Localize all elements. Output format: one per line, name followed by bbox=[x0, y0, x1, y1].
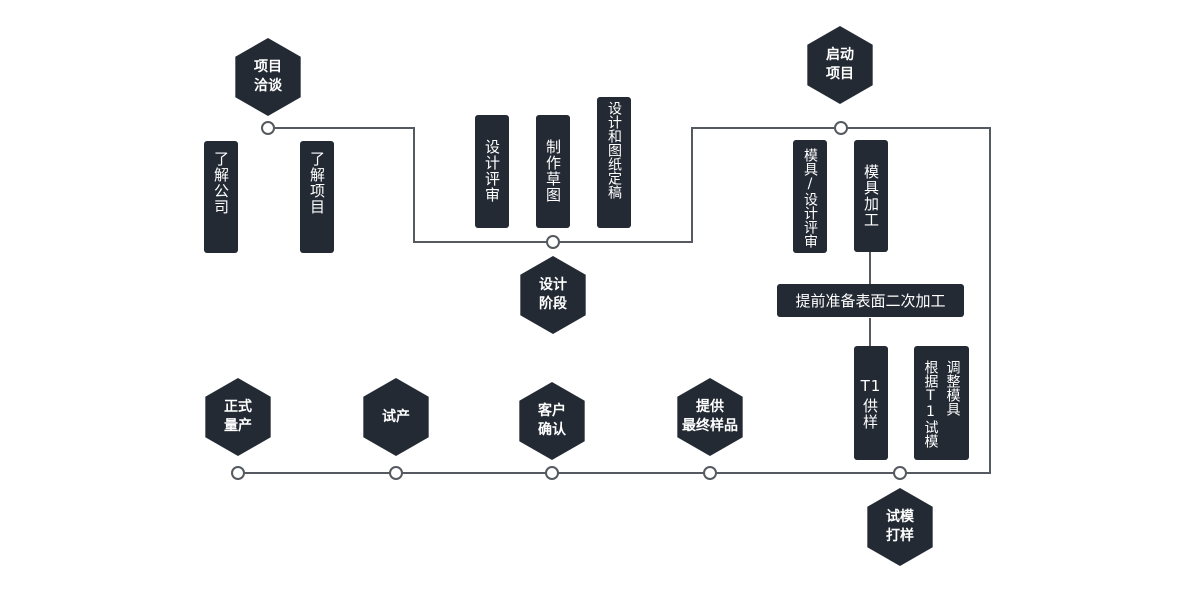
stage-label: 量产 bbox=[224, 418, 252, 434]
step-label: 调整模具 bbox=[944, 360, 961, 416]
stage-trial-sample: 试模 打样 bbox=[867, 488, 933, 566]
step-design-review: 设计评审 bbox=[475, 115, 509, 228]
milestone-node bbox=[389, 466, 403, 480]
stage-start-project: 启动 项目 bbox=[807, 26, 873, 104]
milestone-node bbox=[703, 466, 717, 480]
stage-label: 最终样品 bbox=[682, 418, 738, 434]
milestone-node bbox=[231, 466, 245, 480]
milestone-node bbox=[834, 121, 848, 135]
step-label: 根据T1试模 bbox=[922, 360, 939, 448]
step-label: T1 bbox=[860, 377, 882, 395]
stage-label: 洽谈 bbox=[254, 78, 282, 94]
stage-project-talk: 项目 洽谈 bbox=[235, 38, 301, 116]
stage-final-sample: 提供 最终样品 bbox=[677, 378, 743, 456]
step-label: 制作草图 bbox=[544, 139, 562, 203]
step-label: 模具/设计评审 bbox=[802, 148, 818, 248]
stage-label: 项目 bbox=[254, 59, 282, 75]
stage-label: 提供 bbox=[696, 399, 724, 415]
step-label: 设计评审 bbox=[483, 139, 501, 203]
stage-design-phase: 设计 阶段 bbox=[520, 256, 586, 334]
stage-label: 阶段 bbox=[539, 296, 567, 312]
stage-label: 确认 bbox=[538, 422, 566, 438]
step-mold-machining: 模具加工 bbox=[854, 140, 888, 252]
step-label: 模具加工 bbox=[862, 164, 880, 228]
step-surface-prep: 提前准备表面二次加工 bbox=[777, 284, 964, 317]
milestone-node bbox=[545, 466, 559, 480]
stage-label: 打样 bbox=[886, 528, 914, 544]
stage-label: 项目 bbox=[826, 66, 854, 82]
stage-label: 启动 bbox=[826, 47, 854, 63]
step-finalize-drawings: 设计和图纸定稿 bbox=[597, 97, 631, 228]
stage-label: 设计 bbox=[539, 277, 567, 293]
step-label: 了解项目 bbox=[308, 151, 326, 215]
stage-label: 试产 bbox=[382, 408, 410, 425]
step-understand-project: 了解项目 bbox=[300, 141, 334, 253]
stage-mass-production: 正式 量产 bbox=[205, 378, 271, 456]
stage-label: 客户 bbox=[538, 403, 566, 419]
stage-label: 正式 bbox=[224, 399, 252, 415]
step-adjust-mold: 调整模具 根据T1试模 bbox=[914, 346, 969, 460]
milestone-node bbox=[261, 121, 275, 135]
step-label: 设计和图纸定稿 bbox=[606, 101, 622, 199]
step-label: 了解公司 bbox=[212, 151, 230, 215]
step-understand-company: 了解公司 bbox=[204, 141, 238, 253]
step-t1-sample: T1 bbox=[854, 346, 888, 460]
milestone-node bbox=[546, 235, 560, 249]
process-line bbox=[238, 127, 991, 474]
step-label: 供样 bbox=[861, 398, 879, 430]
stage-customer-confirm: 客户 确认 bbox=[519, 382, 585, 460]
step-mold-design-review: 模具/设计评审 bbox=[793, 140, 827, 253]
step-label: 提前准备表面二次加工 bbox=[795, 292, 946, 310]
milestone-node bbox=[893, 466, 907, 480]
stage-trial-production: 试产 bbox=[363, 378, 429, 456]
step-make-draft: 制作草图 bbox=[536, 115, 570, 228]
stage-label: 试模 bbox=[886, 509, 914, 525]
